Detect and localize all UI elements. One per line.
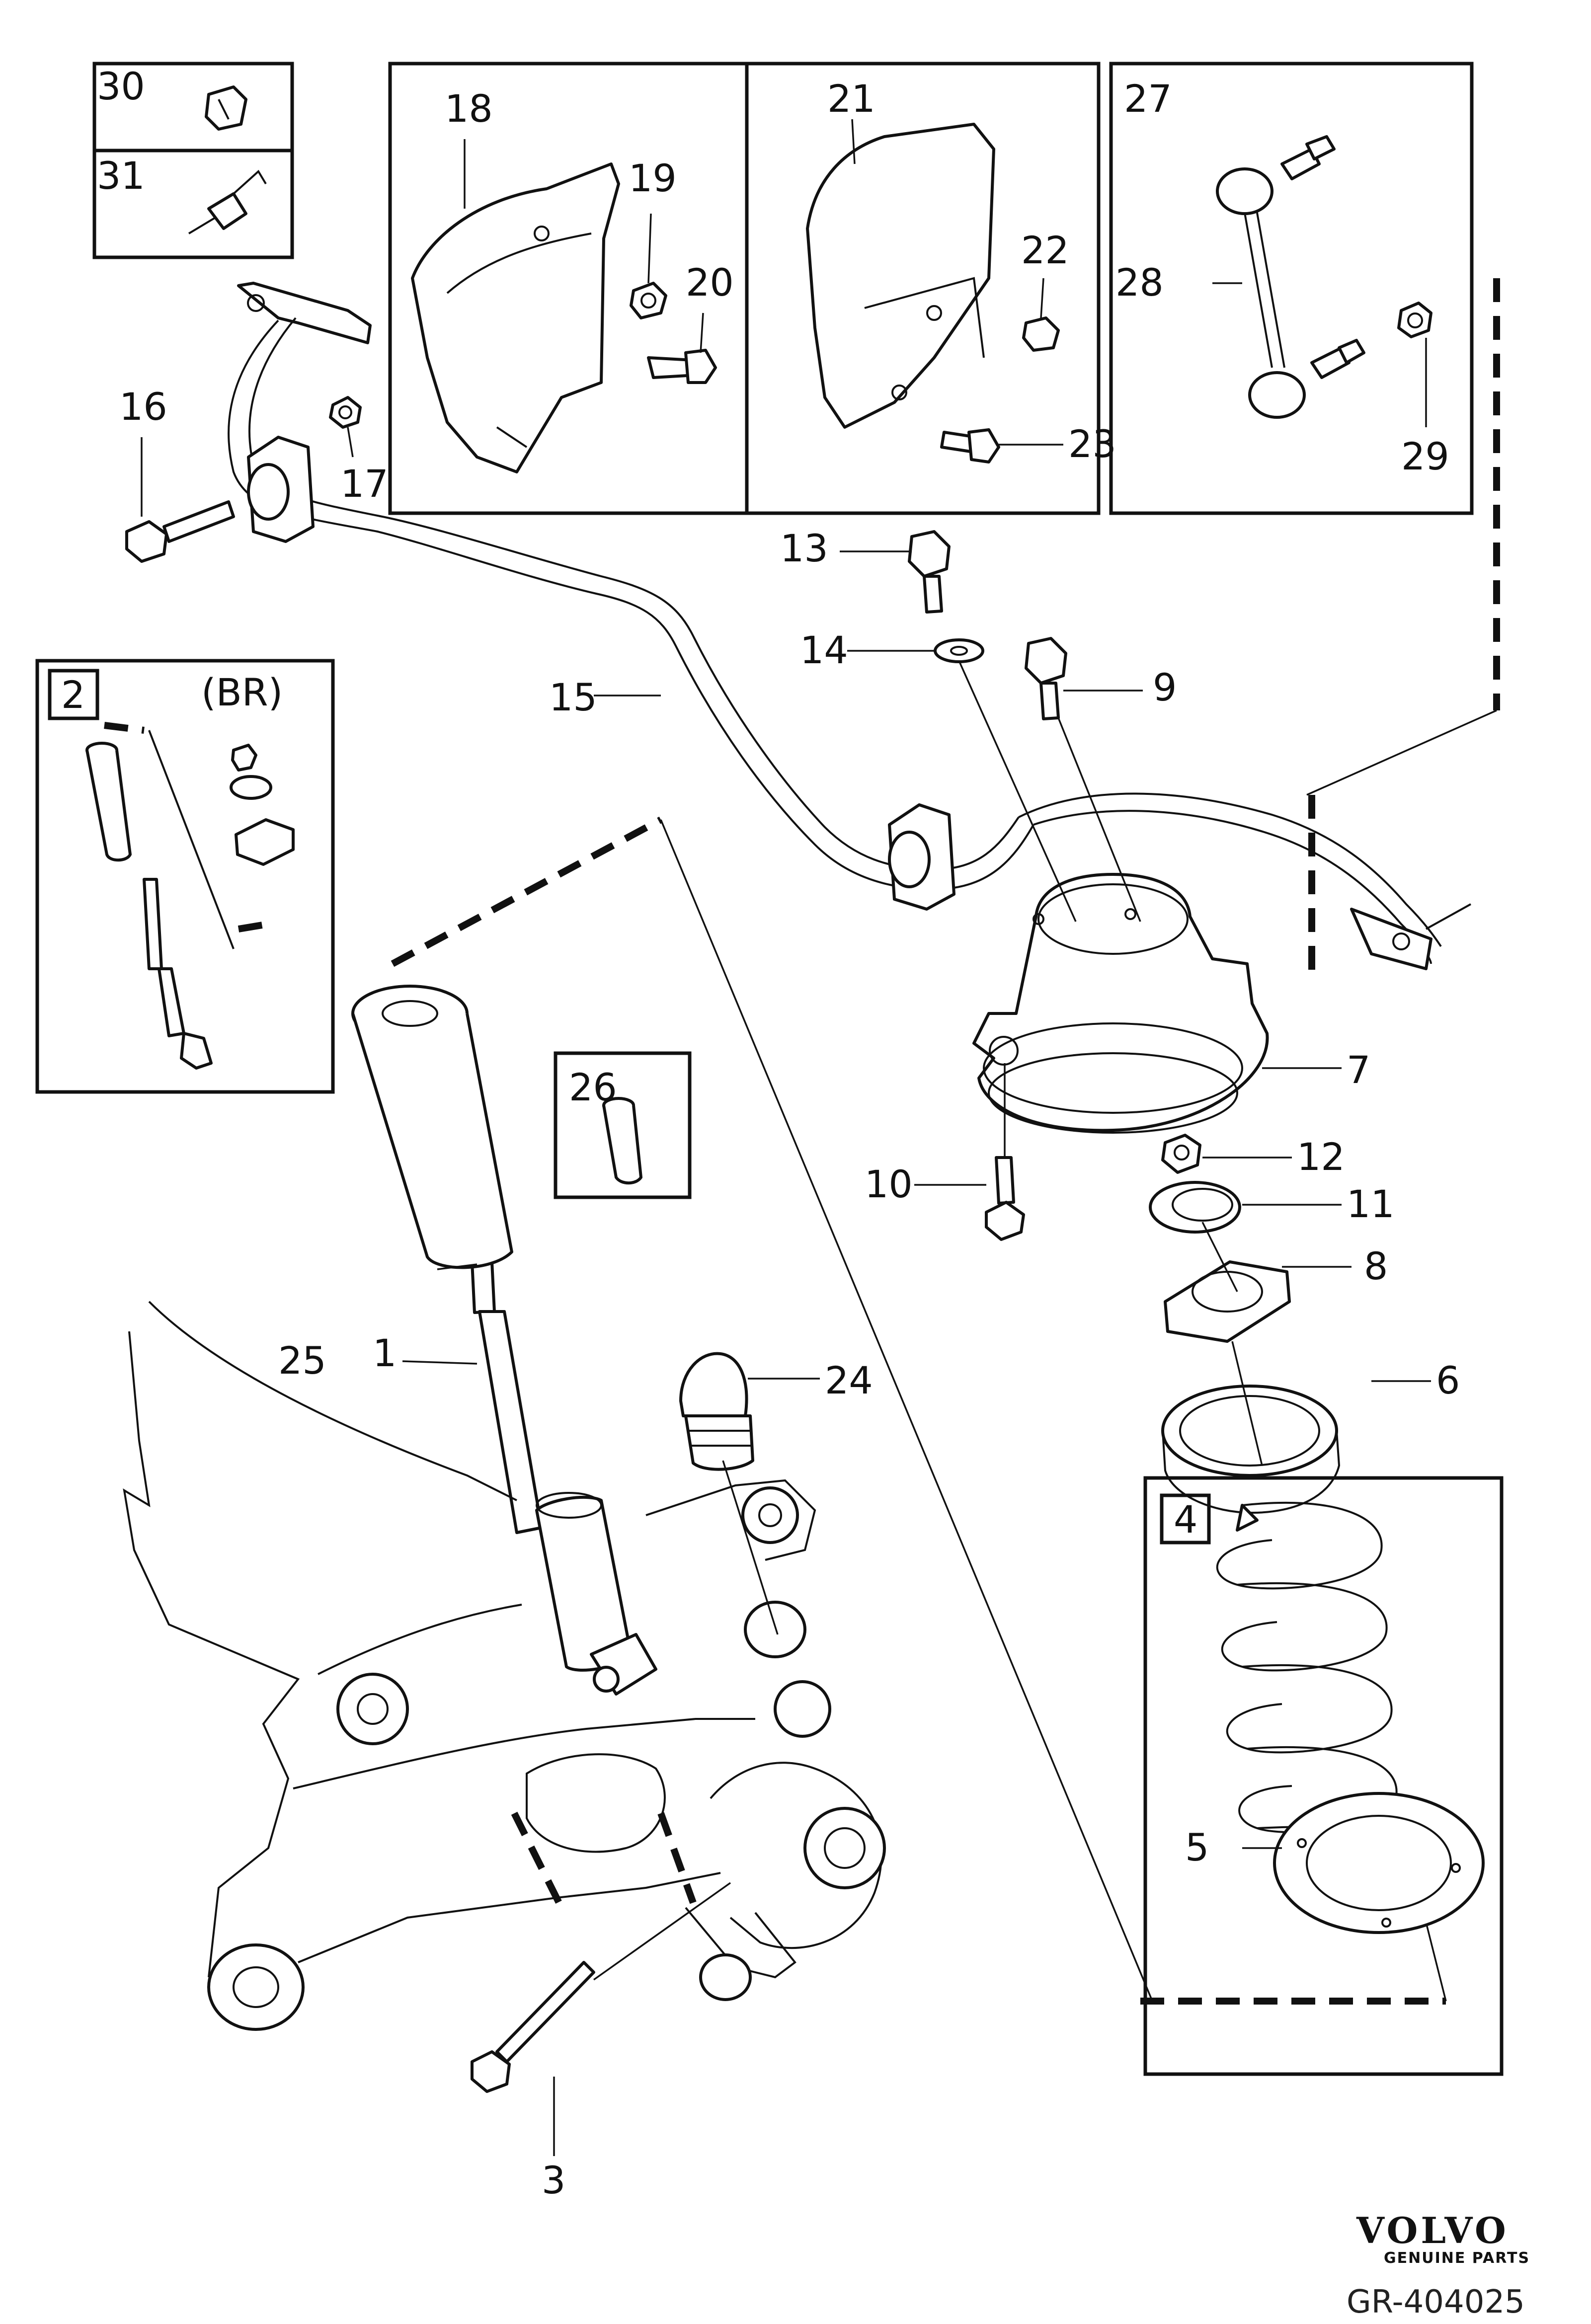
callout-9: 9 <box>1153 665 1177 709</box>
coil-spring-4-drawing <box>1216 1501 1432 1834</box>
clip-30-drawing <box>205 85 247 131</box>
bolt-3-drawing <box>471 1961 595 2093</box>
inset-shock-variant-frame <box>35 659 335 1094</box>
nut-19-drawing <box>630 282 667 319</box>
callout-labels: 30 31 18 19 20 21 22 23 27 28 29 16 17 1… <box>61 64 1460 2202</box>
callout-13: 13 <box>780 526 828 570</box>
callout-26: 26 <box>569 1065 617 1109</box>
callout-1: 1 <box>373 1331 397 1375</box>
bump-stop-24-drawing <box>679 1352 754 1471</box>
bolt-16-drawing <box>125 500 235 563</box>
callout-3: 3 <box>542 2158 565 2202</box>
sleeve-26-drawing <box>602 1097 642 1185</box>
callout-19: 19 <box>629 156 677 200</box>
heat-shield-18-drawing <box>411 162 620 473</box>
callout-24: 24 <box>825 1358 873 1402</box>
callout-15: 15 <box>549 675 597 719</box>
callout-22: 22 <box>1021 228 1069 272</box>
callout-17: 17 <box>340 462 389 506</box>
callout-16: 16 <box>119 385 167 429</box>
nut-17-drawing <box>329 396 362 429</box>
callout-21: 21 <box>827 77 875 121</box>
callout-31: 31 <box>97 154 145 198</box>
diagram-reference-code: GR-404025 <box>1347 2284 1525 2321</box>
callout-25: 25 <box>278 1338 326 1383</box>
inset-spring-frame <box>1143 1476 1504 2076</box>
washer-11-drawing <box>1149 1181 1241 1234</box>
callout-28: 28 <box>1115 260 1164 305</box>
link-rod-28-drawing <box>1216 135 1365 419</box>
subframe-and-knuckle-drawing <box>123 1301 886 2031</box>
callout-20: 20 <box>686 260 734 305</box>
callout-4: 4 <box>1174 1497 1197 1542</box>
callout-29: 29 <box>1401 434 1449 478</box>
bolt-13-drawing <box>908 530 951 614</box>
callout-5: 5 <box>1185 1825 1209 1869</box>
nut-29-drawing <box>1397 302 1432 338</box>
callout-6: 6 <box>1436 1358 1460 1402</box>
spring-seat-6-drawing <box>1161 1385 1341 1514</box>
callout-27: 27 <box>1124 77 1172 121</box>
bolt-10-drawing <box>985 1156 1025 1241</box>
dust-cover-25-drawing <box>351 985 513 1269</box>
callout-30: 30 <box>97 64 145 108</box>
callout-7: 7 <box>1347 1048 1370 1092</box>
inset-link-rod-frame <box>1109 62 1474 515</box>
nut-22-drawing <box>1022 316 1060 352</box>
clip-31-drawing <box>188 169 267 234</box>
inset-sleeve-frame <box>554 1051 692 1199</box>
nut-12-drawing <box>1161 1134 1201 1174</box>
callout-leader-lines <box>141 119 1431 2156</box>
strut-mount-7-drawing <box>972 873 1269 1134</box>
callout-2: 2 <box>61 673 85 717</box>
callout-12: 12 <box>1297 1135 1345 1179</box>
spring-seat-5-drawing <box>1273 1792 1485 1934</box>
callout-23: 23 <box>1068 422 1116 466</box>
inset-heat-shield-frame <box>388 62 1101 515</box>
inset-clip-frames <box>92 62 294 259</box>
volvo-brand-block: VOLVO GENUINE PARTS GR-404025 <box>1347 2209 1530 2321</box>
callout-8: 8 <box>1364 1244 1388 1288</box>
washer-14-drawing <box>934 638 984 663</box>
shock-absorber-1-drawing <box>471 1260 657 1696</box>
heat-shield-21-drawing <box>806 123 995 429</box>
inset-variant-label: (BR) <box>201 670 283 714</box>
callout-18: 18 <box>445 86 493 131</box>
bearing-8-drawing <box>1164 1260 1291 1343</box>
shock-variant-inset-drawing <box>85 730 295 1070</box>
dashed-assembly-lines <box>104 278 1500 2005</box>
callout-10: 10 <box>865 1162 913 1206</box>
volvo-logo-subtext: GENUINE PARTS <box>1384 2249 1530 2267</box>
callout-14: 14 <box>800 628 848 672</box>
stabilizer-bar-15-drawing <box>228 282 1471 970</box>
bolt-9-drawing <box>1025 637 1067 720</box>
volvo-logo-text: VOLVO <box>1356 2209 1509 2251</box>
bolt-23-drawing <box>940 428 1000 464</box>
bolt-20-drawing <box>647 349 717 384</box>
callout-11: 11 <box>1347 1182 1395 1226</box>
